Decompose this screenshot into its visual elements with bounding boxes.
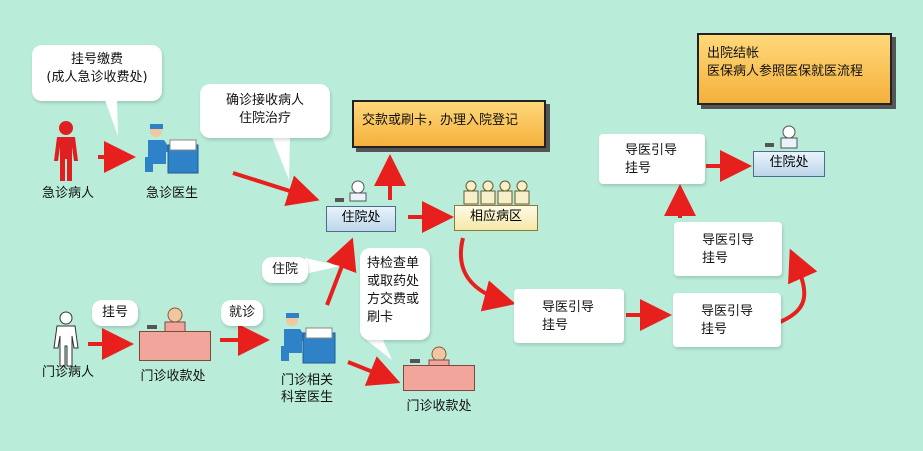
outpatient-doctor-label: 门诊相关 科室医生 xyxy=(272,372,342,406)
hold-line-1: 持检查单 xyxy=(367,256,420,271)
hold-bubble: 持检查单 或取药处 方交费或 刷卡 xyxy=(360,248,430,340)
inpatient-right-text: 住院处 xyxy=(769,155,809,170)
visit-text: 就诊 xyxy=(228,305,255,320)
title-line-2: 医保病人参照医保就医流程 xyxy=(707,64,864,79)
guide-3-line-2: 挂号 xyxy=(702,251,729,266)
outpatient-doctor-line-1: 门诊相关 xyxy=(280,373,333,388)
guide-1-line-1: 导医引导 xyxy=(542,300,595,315)
confirm-bubble: 确诊接收病人 住院治疗 xyxy=(200,84,330,138)
guide-4-line-2: 挂号 xyxy=(625,161,652,176)
outpatient-cashier-2-desk xyxy=(403,365,475,391)
arrow-odoctor-cashier2 xyxy=(347,356,401,386)
ward-box: 相应病区 xyxy=(454,205,538,231)
outpatient-cashier-1-label: 门诊收款处 xyxy=(140,369,206,384)
guide-box-2: 导医引导 挂号 xyxy=(673,293,781,347)
inpatient-right-box: 住院处 xyxy=(753,151,825,177)
admit-bubble: 住院 xyxy=(262,257,308,283)
guide-2-line-2: 挂号 xyxy=(701,322,728,337)
register-pay-line-1: 挂号缴费 xyxy=(70,52,123,67)
guide-1-line-2: 挂号 xyxy=(542,318,569,333)
inpatient-center-text: 住院处 xyxy=(341,210,381,225)
hold-line-3: 方交费或 xyxy=(367,292,420,307)
arrow-edoctor-inpatient xyxy=(232,171,320,207)
admission-text: 交款或刷卡，办理入院登记 xyxy=(362,113,519,128)
guide-box-4: 导医引导 挂号 xyxy=(599,134,705,184)
hold-line-4: 刷卡 xyxy=(367,310,394,325)
guide-4-line-1: 导医引导 xyxy=(625,143,678,158)
inpatient-center-box: 住院处 xyxy=(326,206,396,232)
outpatient-cashier-1-desk xyxy=(139,331,211,361)
arrow-guide-guide-up xyxy=(779,248,818,324)
register-pay-line-2: (成人急诊收费处) xyxy=(46,70,148,85)
arrow-odoctor-inpatient xyxy=(325,237,357,306)
admission-callout: 交款或刷卡，办理入院登记 xyxy=(352,100,546,148)
emergency-patient-label: 急诊病人 xyxy=(41,186,94,201)
register-bubble: 挂号 xyxy=(92,300,138,326)
title-callout: 出院结帐 医保病人参照医保就医流程 xyxy=(697,33,892,105)
guide-box-1: 导医引导 挂号 xyxy=(514,289,624,343)
arrow-ward-guide xyxy=(458,237,516,312)
confirm-line-1: 确诊接收病人 xyxy=(225,93,304,108)
guide-2-line-1: 导医引导 xyxy=(701,304,754,319)
emergency-doctor-label: 急诊医生 xyxy=(145,186,198,201)
visit-bubble: 就诊 xyxy=(221,300,263,326)
outpatient-doctor-line-2: 科室医生 xyxy=(280,390,333,405)
ward-text: 相应病区 xyxy=(469,209,522,224)
admit-text: 住院 xyxy=(271,262,298,277)
register-text: 挂号 xyxy=(101,305,128,320)
outpatient-patient-label: 门诊病人 xyxy=(41,365,94,380)
guide-box-3: 导医引导 挂号 xyxy=(674,222,782,276)
hold-line-2: 或取药处 xyxy=(367,274,420,289)
confirm-line-2: 住院治疗 xyxy=(238,111,291,126)
outpatient-cashier-2-label: 门诊收款处 xyxy=(406,399,472,414)
guide-3-line-1: 导医引导 xyxy=(702,233,755,248)
title-line-1: 出院结帐 xyxy=(707,46,760,61)
register-pay-bubble: 挂号缴费 (成人急诊收费处) xyxy=(32,45,162,101)
